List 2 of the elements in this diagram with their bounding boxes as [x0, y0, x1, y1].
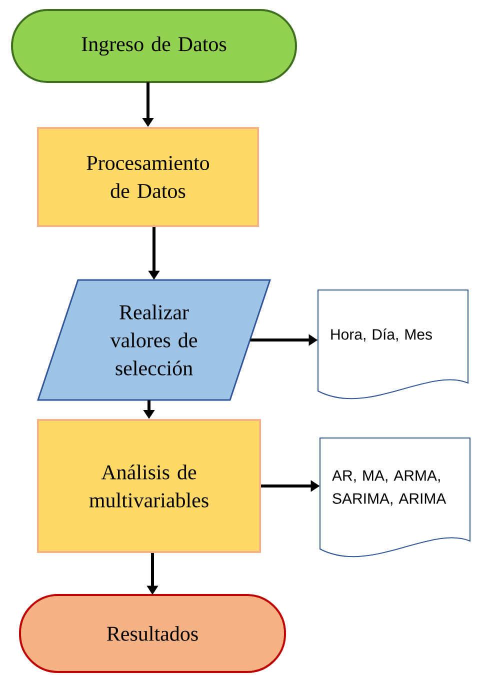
process-box: Análisis de multivariables — [37, 419, 261, 553]
process-box: Procesamiento de Datos — [37, 127, 259, 227]
